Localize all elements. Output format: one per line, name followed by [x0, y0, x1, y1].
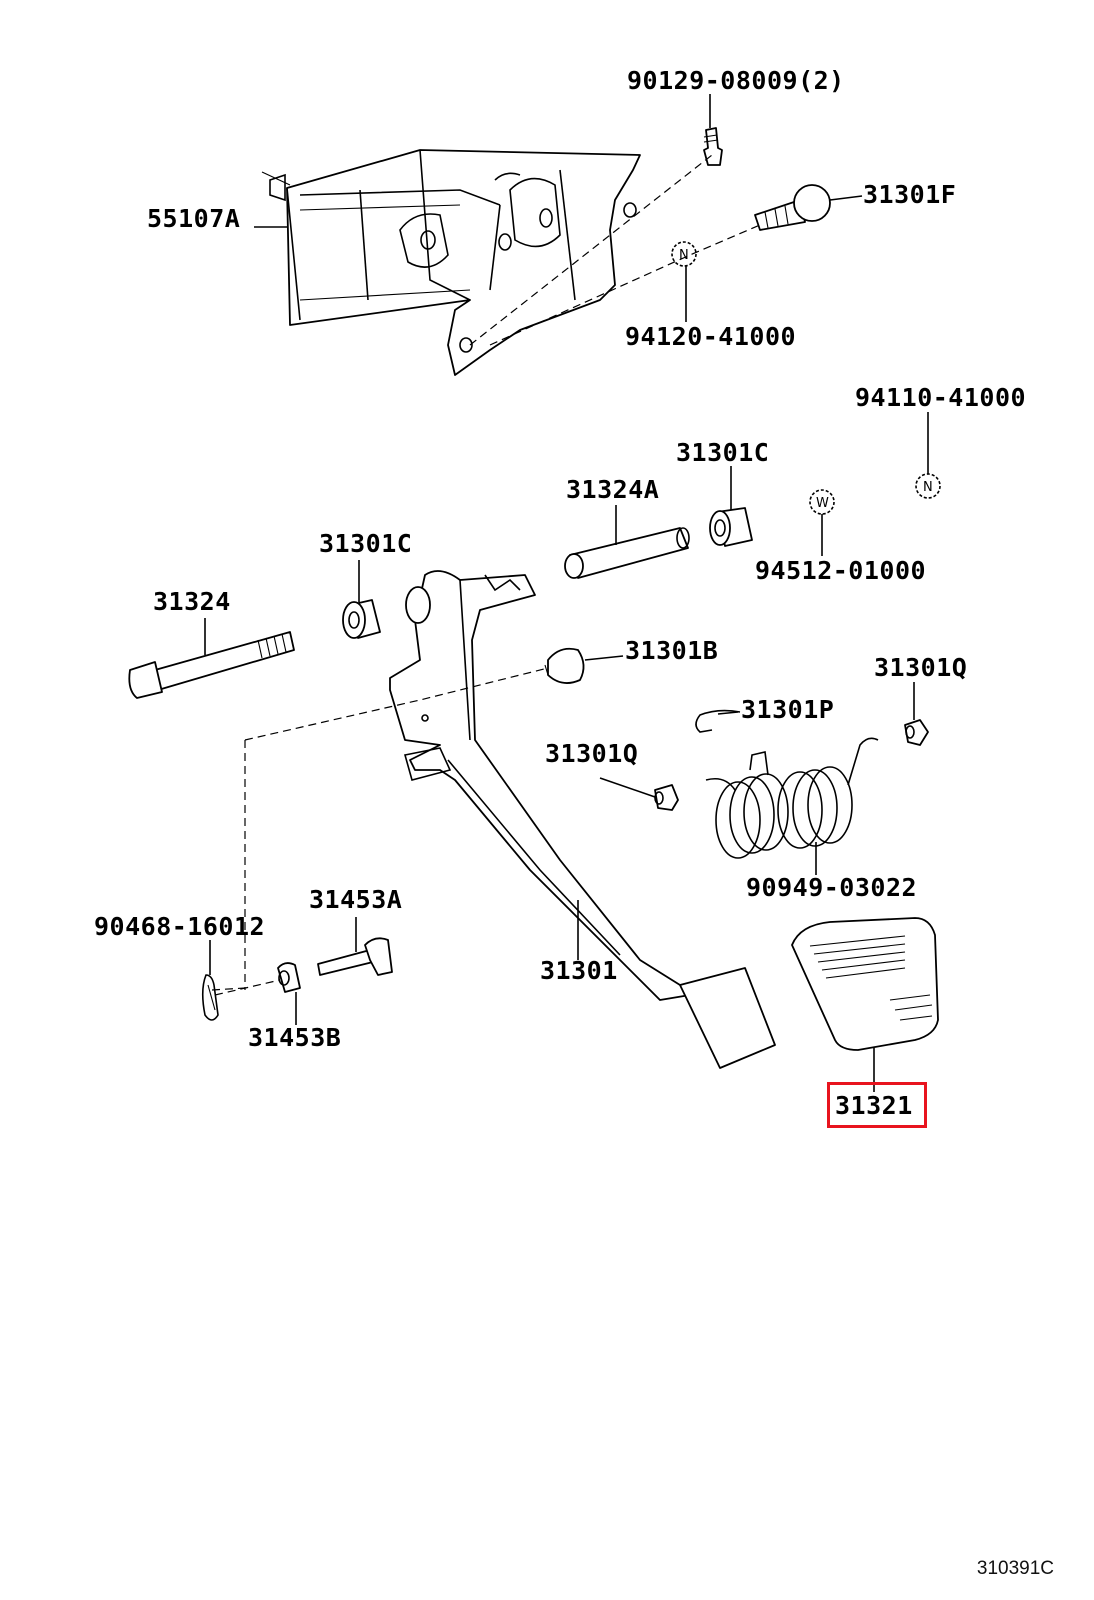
washer-94512: W [809, 489, 835, 515]
pedal-arm-31301 [389, 570, 776, 1069]
spring-90949 [705, 737, 879, 859]
cushion-31301q-right [904, 719, 929, 746]
label-31301[interactable]: 31301 [540, 956, 618, 985]
label-90468-16012[interactable]: 90468-16012 [94, 912, 266, 941]
label-31324[interactable]: 31324 [153, 587, 231, 616]
highlight-box-31321 [827, 1082, 927, 1128]
label-90949-03022[interactable]: 90949-03022 [746, 873, 918, 902]
label-55107a[interactable]: 55107A [147, 204, 241, 233]
label-90129-08009[interactable]: 90129-08009(2) [627, 66, 845, 95]
label-31324a[interactable]: 31324A [566, 475, 660, 504]
stopper-31301b [544, 647, 585, 684]
washer-badge-w1: W [816, 496, 829, 511]
bushing-31453b [277, 962, 301, 993]
nut-94110: N [915, 473, 941, 499]
bolt-90129 [703, 127, 723, 166]
diagram-id: 310391C [976, 1558, 1054, 1579]
label-31301q-mid[interactable]: 31301Q [545, 739, 639, 768]
label-94512-01000[interactable]: 94512-01000 [755, 556, 927, 585]
leader-lines [204, 94, 929, 1092]
label-94120-41000[interactable]: 94120-41000 [625, 322, 797, 351]
assembly-lines [211, 154, 761, 996]
pin-31324a [564, 527, 690, 579]
bushing-31301c-top [709, 507, 753, 547]
bushing-31301c-left [342, 599, 381, 639]
cushion-31301q-mid [654, 784, 679, 811]
label-31301q-right[interactable]: 31301Q [874, 653, 968, 682]
nut-94120: N [671, 241, 697, 267]
label-31453a[interactable]: 31453A [309, 885, 403, 914]
label-94110-41000[interactable]: 94110-41000 [855, 383, 1027, 412]
bolt-31301f [754, 184, 831, 231]
nut-badge-n1: N [679, 248, 689, 263]
pin-31453a [317, 937, 393, 976]
hook-31301p [695, 709, 741, 733]
clip-90468 [201, 974, 219, 1021]
label-31301c-top[interactable]: 31301C [676, 438, 770, 467]
label-31321[interactable]: 31321 [835, 1091, 913, 1120]
bracket-55107a [261, 149, 641, 376]
label-31301c-left[interactable]: 31301C [319, 529, 413, 558]
label-31301p[interactable]: 31301P [741, 695, 835, 724]
bolt-31324 [128, 631, 295, 699]
label-31301b[interactable]: 31301B [625, 636, 719, 665]
label-31301f[interactable]: 31301F [863, 180, 957, 209]
label-31453b[interactable]: 31453B [248, 1023, 342, 1052]
nut-badge-n2: N [923, 480, 933, 495]
pedal-pad-31321 [791, 917, 939, 1051]
